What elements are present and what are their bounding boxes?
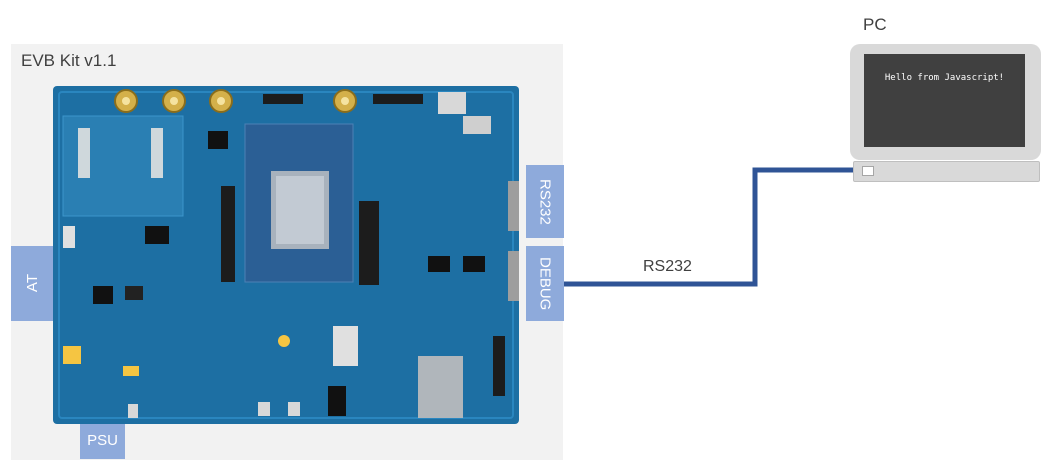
monitor-screen bbox=[864, 54, 1025, 147]
pc-title: PC bbox=[863, 15, 887, 34]
rs232-port-label: RS232 bbox=[536, 178, 554, 225]
evb-board-photo-icon bbox=[53, 86, 519, 424]
psu-port: PSU bbox=[80, 422, 125, 459]
pc-drive-slot bbox=[862, 166, 874, 176]
psu-port-label: PSU bbox=[87, 432, 118, 449]
at-port: AT bbox=[11, 246, 53, 321]
debug-port: DEBUG bbox=[526, 246, 564, 321]
evb-title: EVB Kit v1.1 bbox=[21, 51, 117, 70]
screen-text: Hello from Javascript! bbox=[884, 73, 1005, 83]
rs232-port: RS232 bbox=[526, 165, 564, 238]
cable-label: RS232 bbox=[643, 258, 692, 275]
debug-port-label: DEBUG bbox=[536, 256, 554, 311]
pc-base bbox=[853, 161, 1040, 182]
